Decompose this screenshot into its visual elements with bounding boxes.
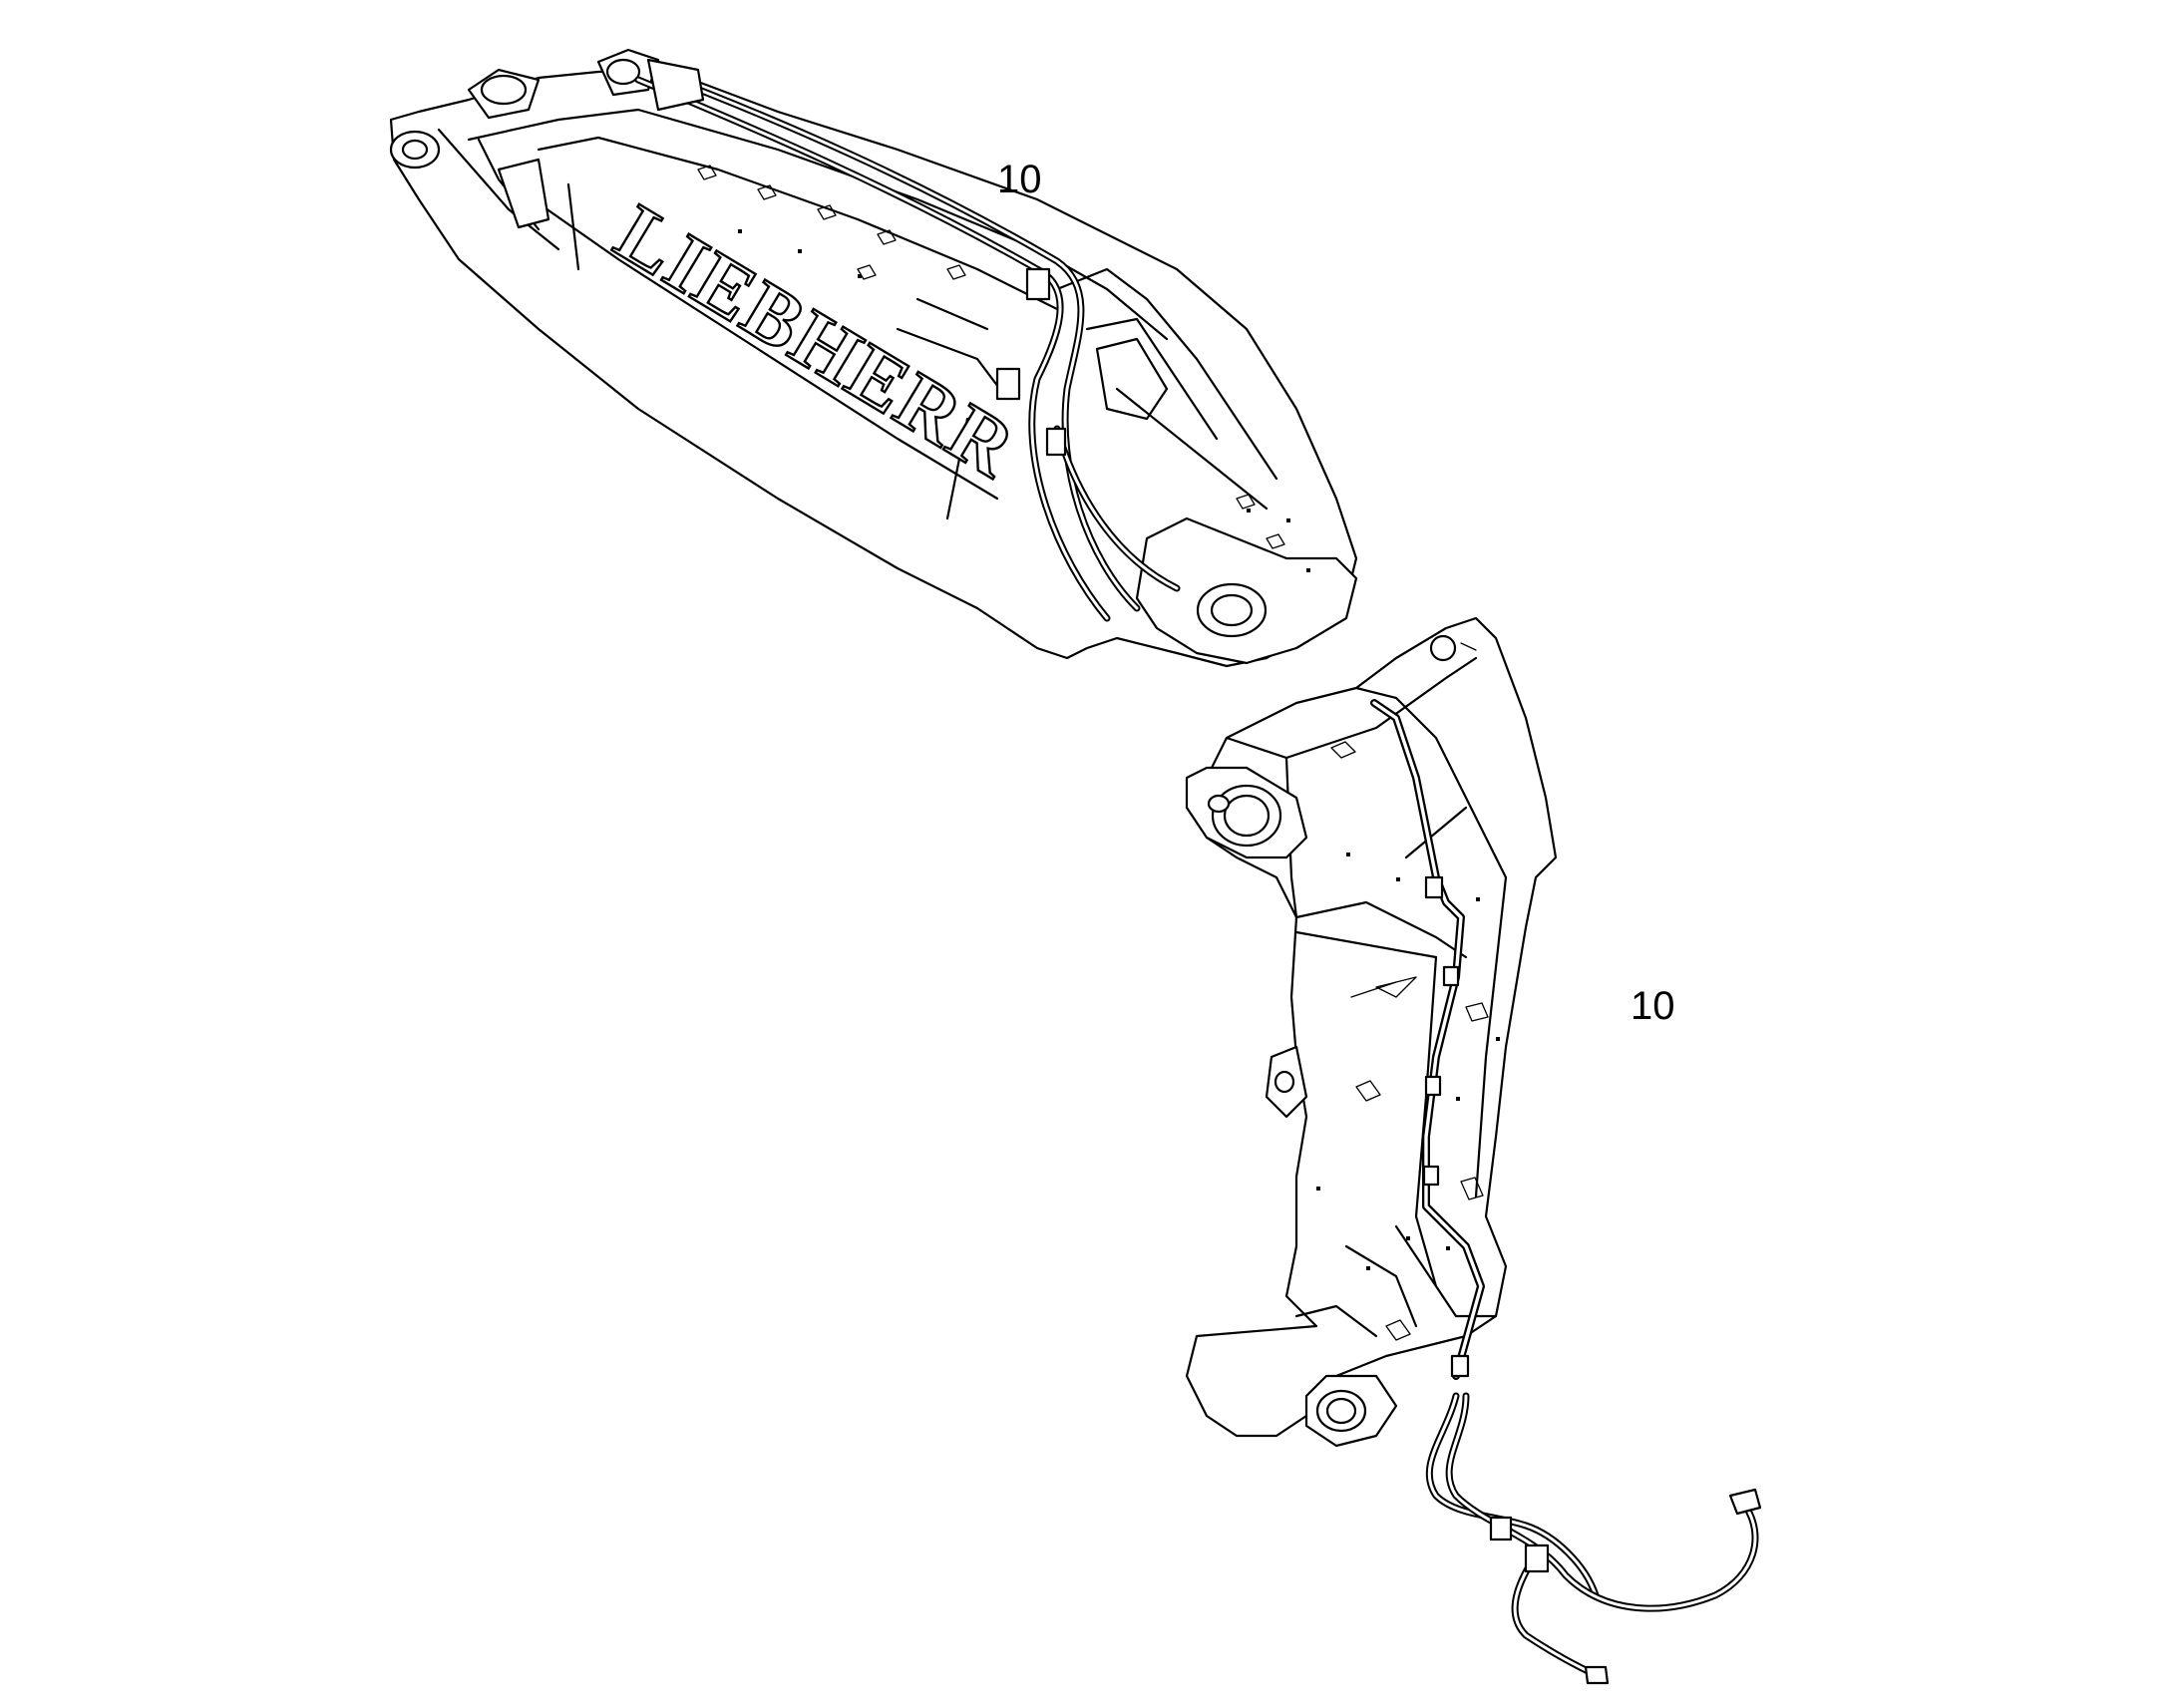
stick-hydraulic-hoses	[634, 58, 1181, 622]
boom-assembly-drawing	[1185, 616, 1558, 1448]
stick-assembly-drawing: LIEBHERR	[389, 48, 1358, 668]
hydraulic-line-drawing	[1370, 699, 1762, 1685]
stick-callout: 10	[997, 158, 1042, 201]
boom-callout: 10	[1631, 984, 1675, 1028]
